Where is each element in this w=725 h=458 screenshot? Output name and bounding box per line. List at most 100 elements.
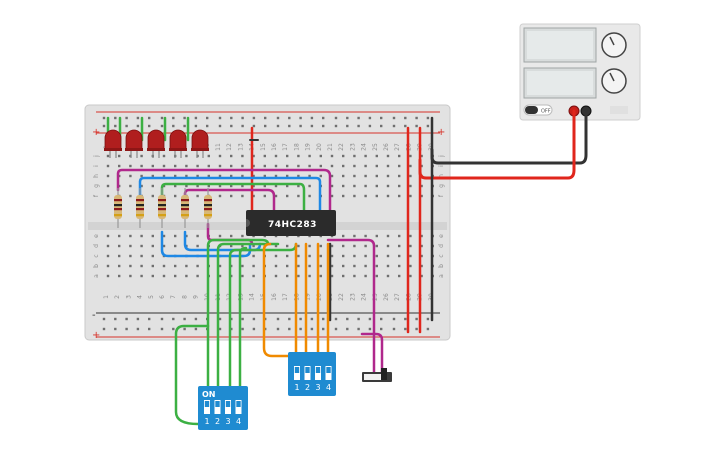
breadboard-hole[interactable]	[274, 184, 278, 188]
ic-chip[interactable]: 74HC283	[246, 210, 336, 236]
rail-hole[interactable]	[264, 116, 267, 120]
rail-hole[interactable]	[276, 317, 280, 321]
breadboard-hole[interactable]	[185, 154, 188, 158]
breadboard-hole[interactable]	[241, 154, 244, 158]
breadboard-hole[interactable]	[263, 154, 266, 158]
breadboard-hole[interactable]	[106, 174, 110, 178]
breadboard-hole[interactable]	[398, 194, 401, 198]
rail-hole[interactable]	[310, 124, 314, 128]
breadboard-hole[interactable]	[218, 154, 222, 158]
breadboard-hole[interactable]	[274, 254, 278, 258]
breadboard-hole[interactable]	[286, 174, 289, 178]
rail-hole[interactable]	[426, 317, 430, 321]
breadboard-hole[interactable]	[140, 254, 143, 258]
rail-hole[interactable]	[125, 327, 128, 331]
rail-hole[interactable]	[172, 327, 175, 331]
resistor-1[interactable]	[114, 188, 122, 228]
breadboard-hole[interactable]	[386, 234, 390, 238]
breadboard-hole[interactable]	[174, 274, 177, 278]
wire-magenta-switch-2[interactable]	[360, 332, 384, 374]
breadboard-hole[interactable]	[353, 194, 356, 198]
breadboard-hole[interactable]	[375, 154, 378, 158]
breadboard-hole[interactable]	[241, 234, 244, 238]
breadboard-hole[interactable]	[196, 194, 199, 198]
breadboard-hole[interactable]	[106, 244, 110, 248]
rail-hole[interactable]	[230, 327, 233, 331]
breadboard-hole[interactable]	[409, 164, 412, 168]
rail-hole[interactable]	[241, 116, 244, 120]
breadboard-hole[interactable]	[263, 184, 266, 188]
breadboard-hole[interactable]	[330, 274, 334, 278]
breadboard-hole[interactable]	[308, 174, 311, 178]
breadboard-hole[interactable]	[174, 174, 177, 178]
rail-hole[interactable]	[380, 124, 383, 128]
rail-hole[interactable]	[415, 124, 418, 128]
breadboard-hole[interactable]	[420, 164, 423, 168]
slide-switch[interactable]	[362, 368, 392, 382]
rail-hole[interactable]	[206, 124, 209, 128]
breadboard-hole[interactable]	[375, 184, 378, 188]
rail-hole[interactable]	[114, 327, 117, 331]
breadboard-hole[interactable]	[342, 234, 345, 238]
breadboard-hole[interactable]	[420, 194, 423, 198]
rail-hole[interactable]	[368, 317, 372, 321]
breadboard-hole[interactable]	[297, 274, 300, 278]
breadboard-hole[interactable]	[308, 264, 311, 268]
breadboard-hole[interactable]	[230, 184, 233, 188]
breadboard-hole[interactable]	[364, 264, 367, 268]
rail-hole[interactable]	[241, 124, 244, 128]
rail-hole[interactable]	[252, 327, 256, 331]
rail-hole[interactable]	[252, 124, 256, 128]
rail-hole[interactable]	[392, 317, 396, 321]
breadboard-hole[interactable]	[162, 264, 166, 268]
breadboard-hole[interactable]	[151, 194, 154, 198]
breadboard-hole[interactable]	[129, 234, 132, 238]
breadboard-hole[interactable]	[263, 194, 266, 198]
breadboard-hole[interactable]	[140, 244, 143, 248]
rail-hole[interactable]	[114, 116, 117, 120]
rail-hole[interactable]	[102, 116, 106, 120]
rail-hole[interactable]	[172, 124, 175, 128]
breadboard-hole[interactable]	[386, 154, 390, 158]
breadboard-hole[interactable]	[196, 274, 199, 278]
breadboard-hole[interactable]	[140, 154, 143, 158]
breadboard-hole[interactable]	[129, 254, 132, 258]
breadboard-hole[interactable]	[308, 184, 311, 188]
breadboard-hole[interactable]	[252, 244, 255, 248]
rail-hole[interactable]	[276, 116, 280, 120]
resistor-3[interactable]	[158, 188, 166, 228]
breadboard-hole[interactable]	[207, 184, 210, 188]
breadboard-hole[interactable]	[286, 184, 289, 188]
rail-hole[interactable]	[322, 124, 325, 128]
breadboard-hole[interactable]	[196, 234, 199, 238]
breadboard-hole[interactable]	[196, 184, 199, 188]
breadboard-hole[interactable]	[185, 184, 188, 188]
breadboard-hole[interactable]	[409, 254, 412, 258]
rail-hole[interactable]	[415, 317, 418, 321]
breadboard-hole[interactable]	[398, 164, 401, 168]
breadboard-hole[interactable]	[342, 194, 345, 198]
rail-hole[interactable]	[368, 124, 372, 128]
rail-hole[interactable]	[426, 327, 430, 331]
rail-hole[interactable]	[218, 124, 222, 128]
rail-hole[interactable]	[310, 327, 314, 331]
breadboard-hole[interactable]	[398, 174, 401, 178]
breadboard-hole[interactable]	[185, 174, 188, 178]
breadboard-hole[interactable]	[241, 264, 244, 268]
breadboard-hole[interactable]	[319, 174, 322, 178]
breadboard-hole[interactable]	[151, 274, 154, 278]
breadboard-hole[interactable]	[364, 164, 367, 168]
rail-hole[interactable]	[252, 116, 256, 120]
rail-hole[interactable]	[194, 317, 198, 321]
breadboard-hole[interactable]	[409, 274, 412, 278]
rail-hole[interactable]	[194, 327, 198, 331]
breadboard-hole[interactable]	[174, 184, 177, 188]
breadboard-hole[interactable]	[364, 244, 367, 248]
rail-hole[interactable]	[136, 116, 140, 120]
led-2[interactable]	[125, 129, 143, 158]
rail-hole[interactable]	[102, 327, 106, 331]
breadboard-hole[interactable]	[364, 194, 367, 198]
rail-hole[interactable]	[288, 116, 291, 120]
breadboard-hole[interactable]	[106, 254, 110, 258]
breadboard-hole[interactable]	[420, 154, 423, 158]
